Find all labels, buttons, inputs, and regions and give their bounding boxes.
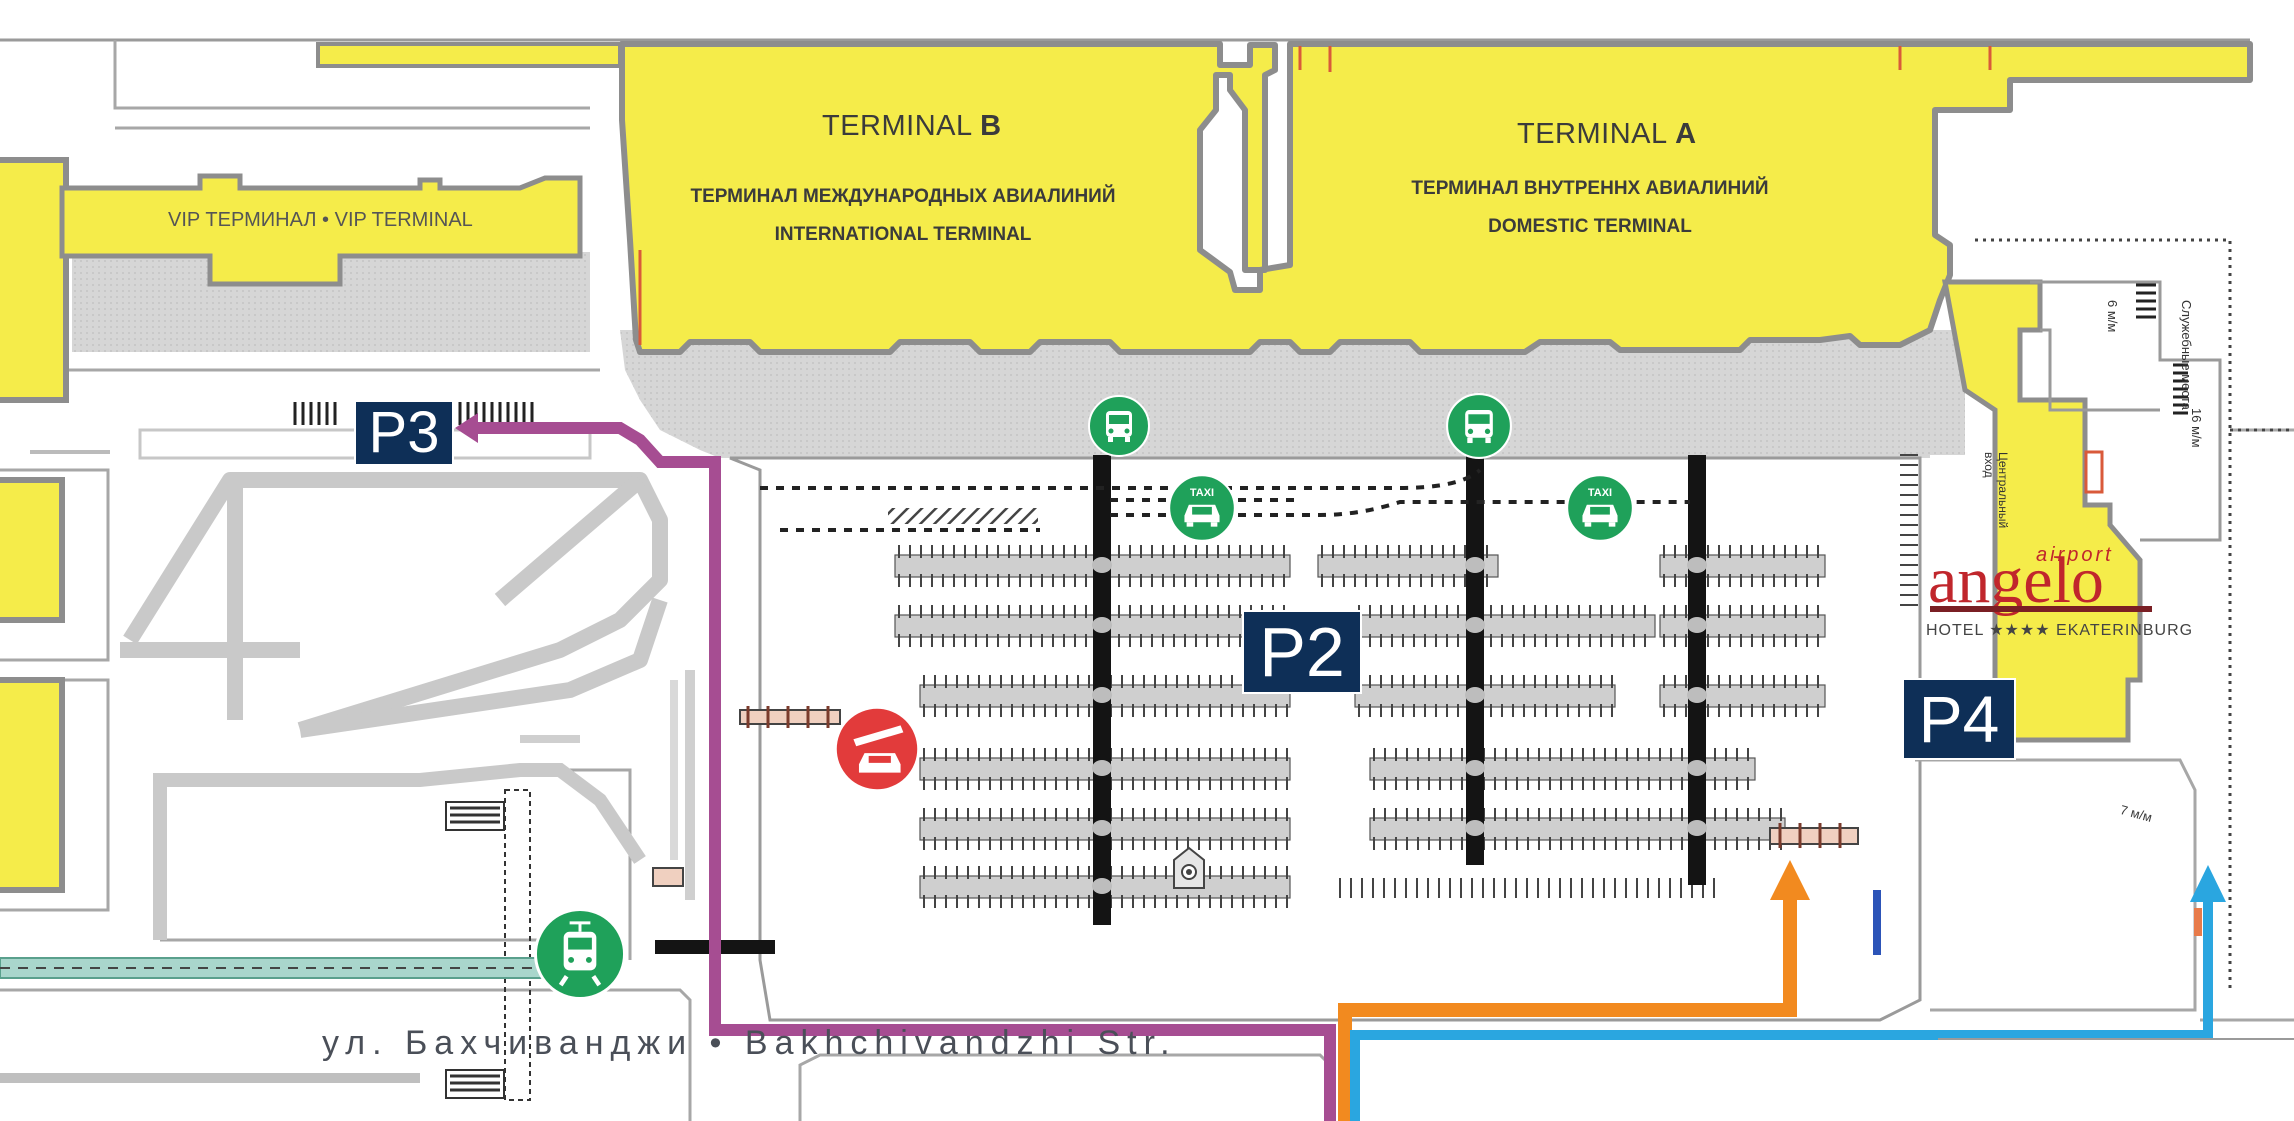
terminal-apron	[620, 330, 1965, 458]
terminal-b-title-text: TERMINAL	[822, 110, 972, 142]
crosswalks	[293, 283, 2188, 425]
service-places-label: Служебные места	[2179, 300, 2194, 410]
main-terminal	[619, 41, 2253, 355]
terminal-a-title: TERMINAL A	[1517, 118, 1697, 151]
bus-icon[interactable]	[1446, 393, 1512, 464]
terminal-a-en: DOMESTIC TERMINAL	[1488, 216, 1692, 237]
parking-p3-sign[interactable]: P3	[354, 400, 454, 466]
parking-barrier-icon[interactable]	[834, 706, 920, 797]
vip-terminal	[59, 173, 583, 287]
barrier-gates	[652, 709, 1859, 887]
parking-p4-sign[interactable]: P4	[1902, 678, 2016, 760]
hotel-subtitle: HOTEL ★★★★ EKATERINBURG	[1926, 622, 2194, 639]
hotel-brand[interactable]: angelo	[1928, 548, 2104, 614]
hotel-building	[1941, 279, 2143, 743]
taxi-icon[interactable]: TAXI	[1168, 474, 1236, 547]
route-p3	[470, 422, 1336, 1121]
p3-lot	[120, 472, 668, 738]
taxi-label: TAXI	[1588, 487, 1612, 499]
terminal-a-letter: A	[1675, 118, 1697, 150]
terminal-a-title-text: TERMINAL	[1517, 118, 1667, 150]
terminal-a-subtitle: ТЕРМИНАЛ ВНУТРЕННХ АВИАЛИНИЙ DOMESTIC TE…	[1380, 170, 1800, 246]
taxi-icon[interactable]: TAXI	[1566, 474, 1634, 547]
hotel-underline	[1930, 606, 2152, 612]
parking-cashier-icon[interactable]	[1170, 846, 1208, 895]
hotel-brand-text: angelo	[1928, 544, 2104, 617]
bus-icon[interactable]	[1088, 395, 1150, 462]
walkway-dots	[1092, 557, 1707, 894]
terminal-b-letter: B	[980, 110, 1002, 142]
left-buildings	[0, 157, 69, 893]
route-orange	[1338, 900, 1797, 1121]
route-blue	[1350, 900, 2213, 1121]
metric-label-1: 6 м/м	[2105, 300, 2120, 333]
street-label: ул. Бахчиванджи • Bakhchivandzhi Str.	[322, 1024, 1177, 1062]
vip-terminal-label: VIP ТЕРМИНАЛ • VIP TERMINAL	[168, 209, 473, 231]
terminal-b-ru: ТЕРМИНАЛ МЕЖДУНАРОДНЫХ АВИАЛИНИЙ	[690, 186, 1116, 207]
taxi-label: TAXI	[1190, 487, 1214, 499]
parking-p2-sign[interactable]: P2	[1242, 610, 1362, 694]
terminal-b-en: INTERNATIONAL TERMINAL	[774, 224, 1032, 245]
central-entrance-label: Центральный вход	[1982, 452, 2010, 529]
terminal-b-subtitle: ТЕРМИНАЛ МЕЖДУНАРОДНЫХ АВИАЛИНИЙ INTERNA…	[668, 178, 1138, 254]
tram-icon[interactable]	[534, 908, 626, 1005]
metric-label-2: 16 м/м	[2189, 408, 2204, 448]
hotel-airport-text: airport	[2036, 544, 2114, 566]
terminal-b-title: TERMINAL B	[822, 110, 1002, 143]
terminal-a-ru: ТЕРМИНАЛ ВНУТРЕННХ АВИАЛИНИЙ	[1411, 178, 1769, 199]
